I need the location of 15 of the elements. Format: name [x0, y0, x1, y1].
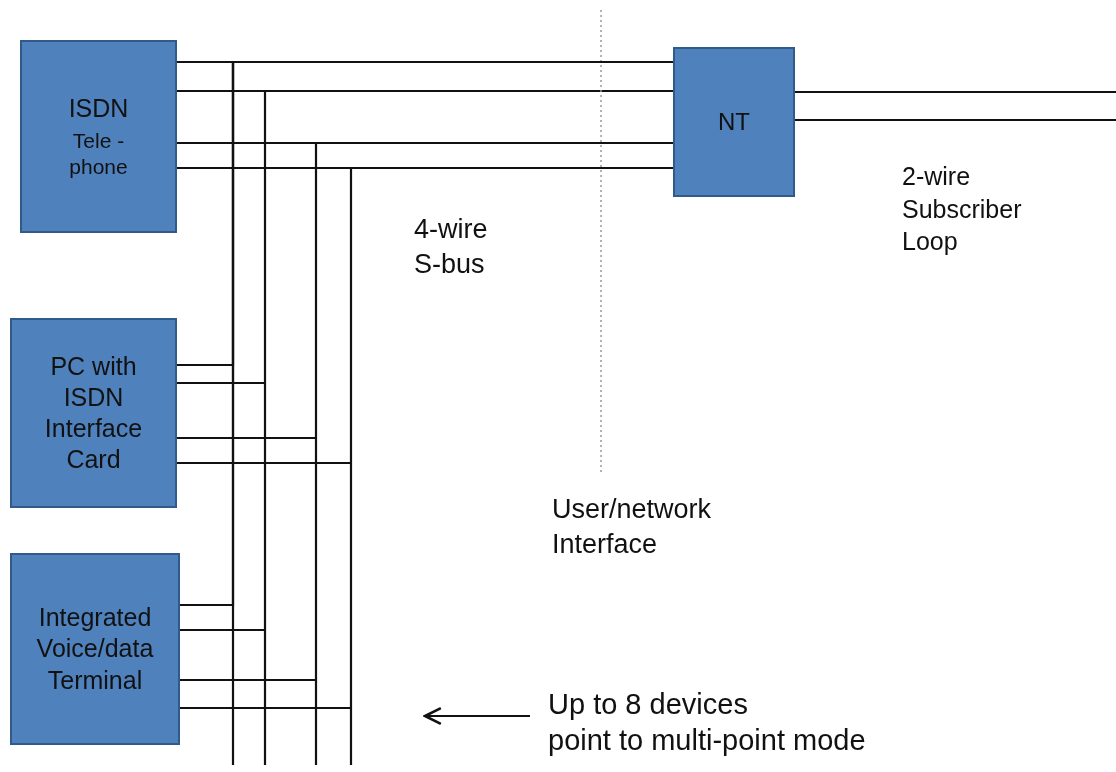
- device-label: NT: [718, 107, 750, 137]
- device-label: Integrated Voice/data Terminal: [35, 602, 155, 696]
- annotation-text: 2-wire Subscriber Loop: [902, 161, 1023, 257]
- device-box: [20, 40, 177, 233]
- annotation-text: 4-wire S-bus: [414, 213, 489, 282]
- device-label: Tele - phone: [68, 127, 129, 181]
- device-box: [10, 553, 180, 745]
- note-text: Up to 8 devices: [548, 686, 748, 722]
- device-label: ISDN: [68, 92, 129, 124]
- device-box: [10, 318, 177, 508]
- device-box: [673, 47, 795, 197]
- note-text: point to multi-point mode: [548, 723, 866, 758]
- arrow: [423, 706, 530, 726]
- device-label: PC with ISDN Interface Card: [43, 350, 144, 476]
- annotation-text: User/network Interface: [552, 493, 713, 562]
